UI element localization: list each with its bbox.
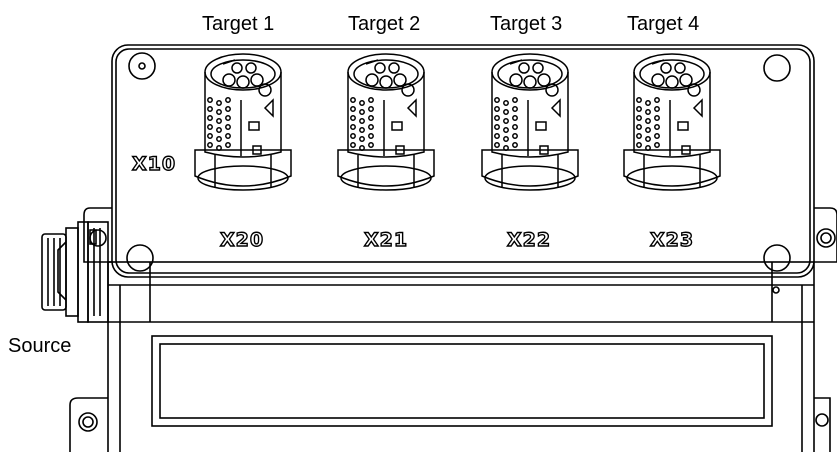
source-label: Source [8,335,72,357]
target-label-1: Target 1 [202,13,275,35]
target-connectors [194,53,721,191]
port-label-x20: X20 [220,229,264,251]
port-label-x10: X10 [132,153,176,175]
target-connector-1 [194,53,292,191]
target-label-3: Target 3 [490,13,563,35]
lid-plate [111,44,815,278]
lower-housing [107,261,815,457]
bottom-mounting-lugs [69,397,831,452]
target-connector-4 [623,53,721,191]
port-label-x22: X22 [507,229,551,251]
target-label-2: Target 2 [348,13,421,35]
port-label-x23: X23 [650,229,694,251]
label-window [151,335,773,427]
source-connector [41,221,109,323]
target-label-4: Target 4 [627,13,700,35]
target-connector-2 [337,53,435,191]
right-mounting-lug [814,207,837,263]
port-labels: X20 X21 X22 X23 X10 [131,152,694,251]
port-label-x21: X21 [364,229,408,251]
target-connector-3 [481,53,579,191]
